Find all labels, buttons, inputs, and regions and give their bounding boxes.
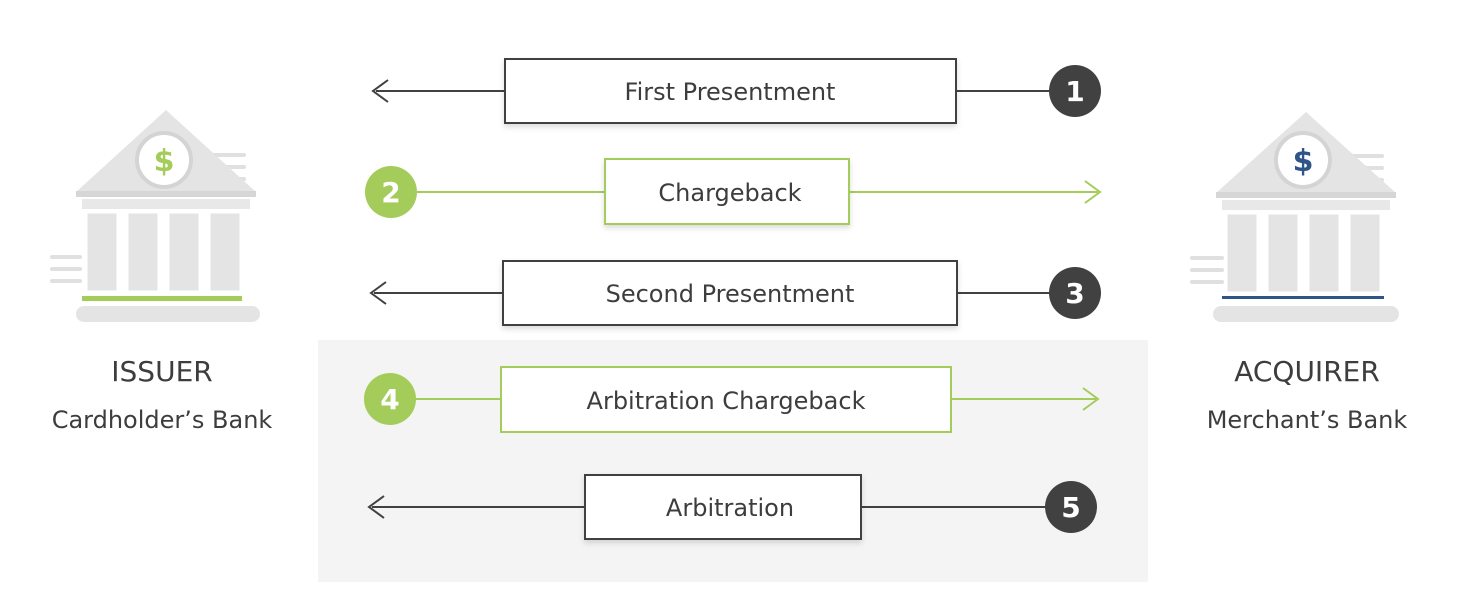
arrow-right-icon	[1084, 180, 1102, 204]
arrow-left-icon	[369, 281, 387, 305]
issuer-title: ISSUER	[111, 355, 212, 388]
step-5-label: Arbitration	[666, 494, 794, 522]
step-4-badge	[364, 373, 416, 425]
step-4: Arbitration Chargeback 4	[364, 366, 1100, 433]
step-2-label: Chargeback	[658, 179, 801, 207]
step-5-badge	[1045, 481, 1097, 533]
arrow-left-icon	[371, 79, 389, 103]
step-1: First Presentment 1	[371, 58, 1101, 124]
step-1-badge	[1049, 65, 1101, 117]
arrow-right-icon	[1082, 387, 1100, 411]
step-3-number: 3	[1065, 277, 1084, 310]
step-2-number: 2	[381, 176, 400, 209]
acquirer-bank-icon: $	[1190, 112, 1399, 322]
step-2: Chargeback 2	[365, 158, 1102, 225]
acquirer-subtitle: Merchant’s Bank	[1207, 406, 1408, 434]
step-3: Second Presentment 3	[369, 260, 1101, 326]
step-5: Arbitration 5	[367, 474, 1097, 540]
acquirer-dollar-icon: $	[1274, 131, 1332, 189]
step-2-badge	[365, 166, 417, 218]
issuer-bank-icon: $	[50, 110, 260, 322]
svg-text:$: $	[1293, 144, 1314, 179]
svg-text:$: $	[154, 144, 175, 179]
acquirer-title: ACQUIRER	[1234, 355, 1380, 388]
issuer-dollar-icon: $	[135, 131, 193, 189]
step-5-number: 5	[1061, 491, 1080, 524]
step-4-number: 4	[380, 383, 399, 416]
step-4-label: Arbitration Chargeback	[587, 387, 866, 415]
step-1-label: First Presentment	[625, 78, 836, 106]
arrow-left-icon	[367, 495, 385, 519]
issuer-subtitle: Cardholder’s Bank	[52, 406, 273, 434]
step-1-number: 1	[1065, 75, 1084, 108]
step-3-label: Second Presentment	[606, 280, 855, 308]
step-3-badge	[1049, 267, 1101, 319]
